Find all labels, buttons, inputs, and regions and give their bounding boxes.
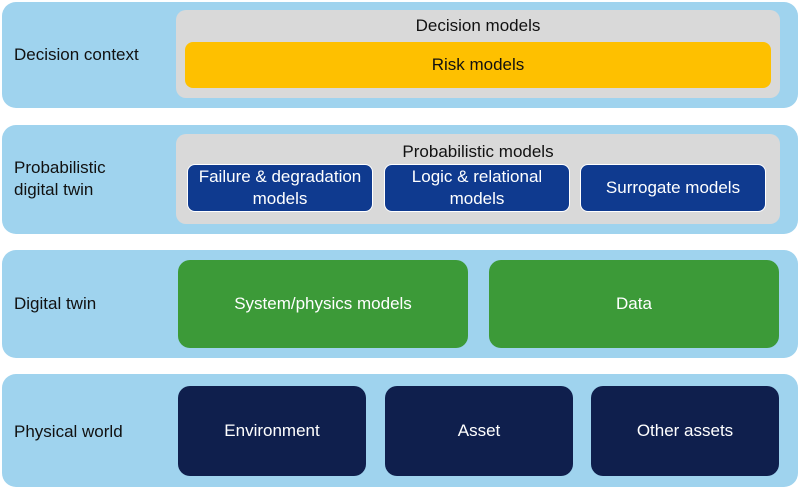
other-assets-box: Other assets bbox=[591, 386, 779, 476]
layer-probabilistic-digital-twin: Probabilistic digital twin Probabilistic… bbox=[2, 125, 798, 234]
environment-box: Environment bbox=[178, 386, 366, 476]
probabilistic-models-container: Probabilistic models Failure & degradati… bbox=[176, 134, 780, 224]
decision-models-title: Decision models bbox=[415, 16, 541, 35]
asset-box: Asset bbox=[385, 386, 573, 476]
risk-models-box: Risk models bbox=[185, 42, 771, 88]
system-physics-models-box: System/physics models bbox=[178, 260, 468, 348]
layer-decision-context: Decision context Decision models Risk mo… bbox=[2, 2, 798, 108]
layer-label-digital-twin: Digital twin bbox=[14, 294, 97, 313]
layer-physical-world: Physical world Environment Asset Other a… bbox=[2, 374, 798, 487]
layer-digital-twin: Digital twin System/physics models Data bbox=[2, 250, 798, 358]
layer-label-probabilistic-digital-twin: Probabilistic digital twin bbox=[14, 158, 106, 199]
failure-degradation-models-box: Failure & degradation models bbox=[187, 164, 373, 212]
logic-relational-models-box: Logic & relational models bbox=[384, 164, 570, 212]
layer-label-physical-world: Physical world bbox=[14, 422, 123, 441]
surrogate-models-box: Surrogate models bbox=[580, 164, 766, 212]
probabilistic-models-title: Probabilistic models bbox=[402, 142, 554, 161]
layer-label-decision-context: Decision context bbox=[14, 45, 139, 64]
decision-models-container: Decision models Risk models bbox=[176, 10, 780, 98]
data-box: Data bbox=[489, 260, 779, 348]
